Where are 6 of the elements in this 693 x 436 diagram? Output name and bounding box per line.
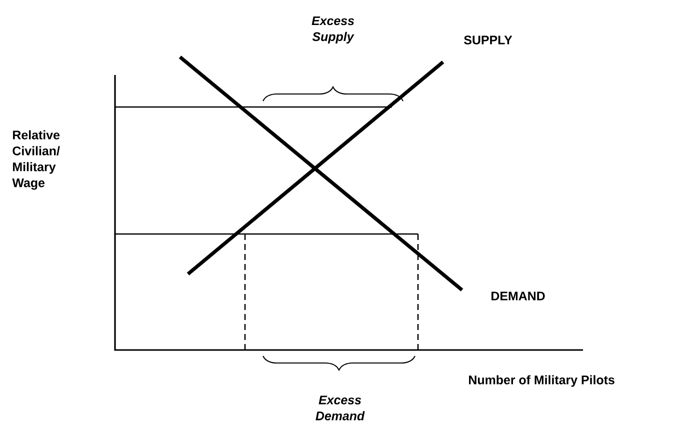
curve-label: SUPPLY: [464, 36, 512, 44]
axis-label: Number of Military Pilots: [469, 375, 614, 387]
axis-label: Relative Civilian/ Military Wage: [12, 130, 60, 190]
brace-label: Excess Supply: [312, 16, 354, 44]
curve-label: DEMAND: [492, 292, 545, 300]
brace-label: Excess Demand: [316, 396, 365, 420]
